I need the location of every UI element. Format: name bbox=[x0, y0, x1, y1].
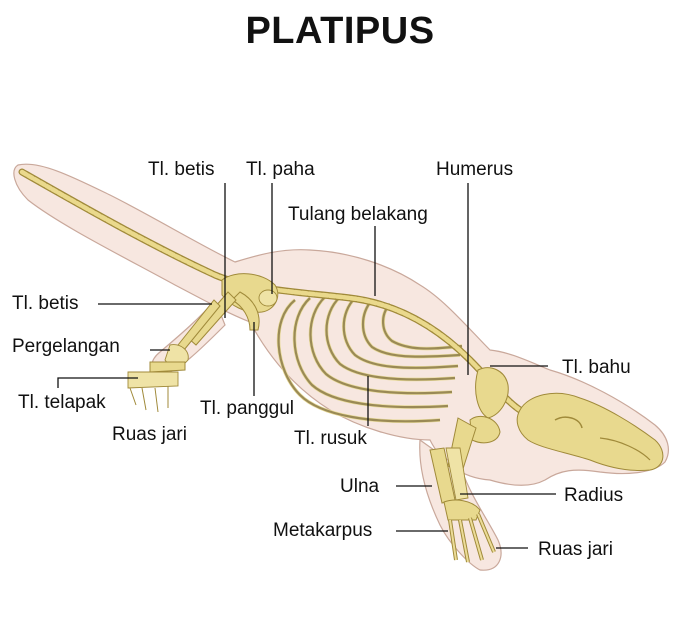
label-tulang-belakang: Tulang belakang bbox=[288, 204, 428, 225]
pelvis-and-hind-limb bbox=[127, 273, 279, 413]
shoulder-and-forelimb bbox=[429, 367, 509, 563]
spine bbox=[18, 168, 524, 414]
label-tl-panggul: Tl. panggul bbox=[200, 398, 294, 419]
label-ruas-jari-right: Ruas jari bbox=[538, 539, 613, 560]
label-tl-telapak: Tl. telapak bbox=[18, 392, 106, 413]
label-pergelangan: Pergelangan bbox=[12, 336, 120, 357]
label-tl-paha: Tl. paha bbox=[246, 159, 315, 180]
label-radius: Radius bbox=[564, 485, 623, 506]
label-tl-bahu: Tl. bahu bbox=[562, 357, 631, 378]
label-tl-betis-top: Tl. betis bbox=[148, 159, 215, 180]
diagram-title: PLATIPUS bbox=[245, 10, 435, 52]
label-tl-rusuk: Tl. rusuk bbox=[294, 428, 367, 449]
label-ulna: Ulna bbox=[340, 476, 380, 497]
label-metakarpus: Metakarpus bbox=[273, 520, 372, 541]
label-tl-betis-left: Tl. betis bbox=[12, 293, 79, 314]
leader-lines bbox=[57, 183, 556, 549]
rib-cage bbox=[276, 295, 463, 424]
skull bbox=[516, 392, 664, 471]
label-humerus: Humerus bbox=[436, 159, 513, 180]
label-ruas-jari-left: Ruas jari bbox=[112, 424, 187, 445]
